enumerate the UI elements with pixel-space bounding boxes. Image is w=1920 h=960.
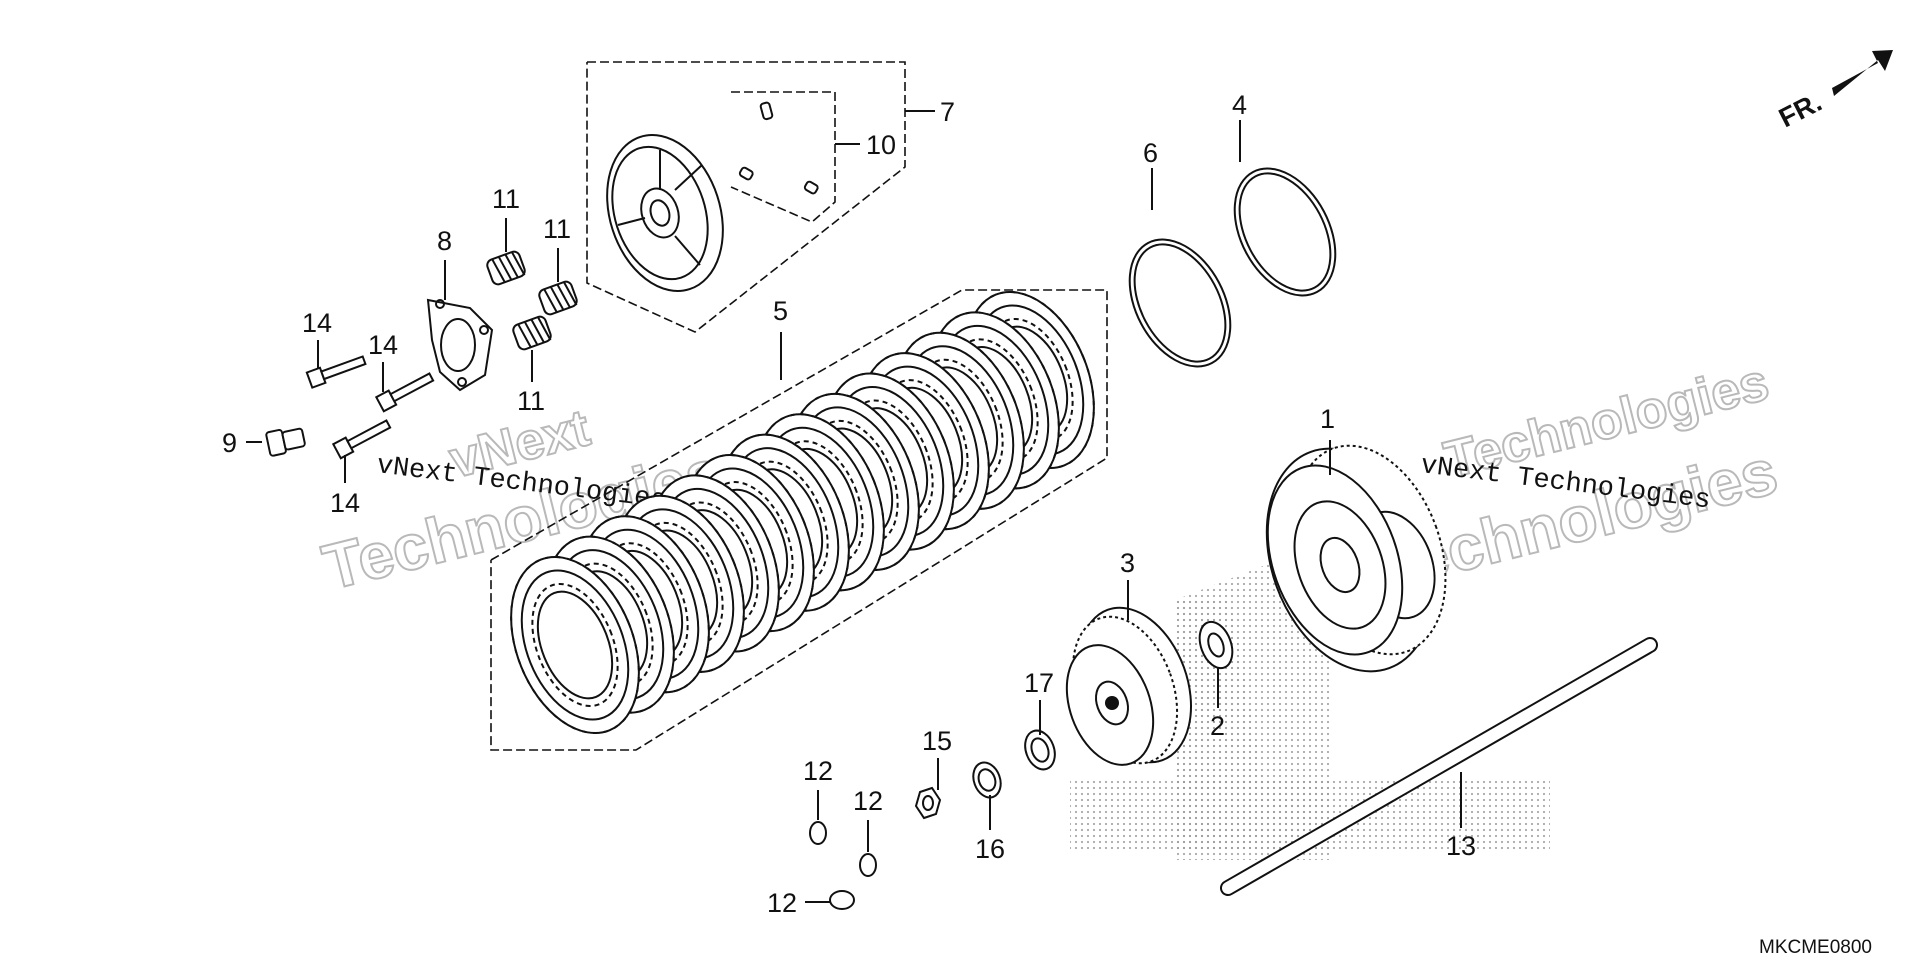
- group-box-7: [586, 61, 906, 333]
- callout-12-c: 12: [767, 888, 797, 918]
- callout-6: 6: [1143, 138, 1158, 168]
- callout-11-b: 11: [543, 214, 571, 244]
- diagram-code: MKCME0800: [1759, 937, 1872, 958]
- callout-16: 16: [975, 834, 1005, 864]
- callout-labels: 1 2 3 4 5 6 7 8 9 10 11 11 11 12 12 12 1…: [222, 90, 1476, 918]
- pressure-plate-part: [606, 91, 836, 292]
- callout-12-b: 12: [853, 786, 883, 816]
- callout-14-b: 14: [368, 330, 398, 360]
- callout-4: 4: [1232, 90, 1247, 120]
- washers: [809, 620, 1234, 910]
- callout-12-a: 12: [803, 756, 833, 786]
- callout-1: 1: [1320, 404, 1335, 434]
- bolts: [265, 355, 435, 460]
- callout-17: 17: [1024, 668, 1054, 698]
- callout-13: 13: [1446, 831, 1476, 861]
- callout-15: 15: [922, 726, 952, 756]
- lifter-plate-part: [426, 298, 494, 392]
- clutch-springs: [486, 250, 578, 351]
- front-direction-indicator: FR.: [1774, 50, 1893, 133]
- callout-3: 3: [1120, 548, 1135, 578]
- callout-5: 5: [773, 296, 788, 326]
- push-rod-part: [1220, 637, 1658, 896]
- callout-14-c: 14: [330, 488, 360, 518]
- clutch-outer-part: [1265, 444, 1447, 673]
- callout-9: 9: [222, 428, 237, 458]
- callout-8: 8: [437, 226, 452, 256]
- callout-11-c: 11: [517, 386, 545, 416]
- group-box-5: [490, 289, 1108, 751]
- fr-label: FR.: [1774, 87, 1826, 133]
- callout-2: 2: [1210, 711, 1225, 741]
- callout-10: 10: [866, 130, 896, 160]
- o-rings: [1128, 167, 1337, 368]
- front-arrow-icon: [1832, 50, 1893, 96]
- callout-7: 7: [940, 97, 955, 127]
- callout-14-a: 14: [302, 308, 332, 338]
- leader-lines: [246, 110, 1462, 903]
- clutch-disc: [510, 555, 640, 735]
- callout-11-a: 11: [492, 184, 520, 214]
- clutch-disc-stack: [510, 290, 1095, 735]
- clutch-center-part: [1065, 606, 1193, 766]
